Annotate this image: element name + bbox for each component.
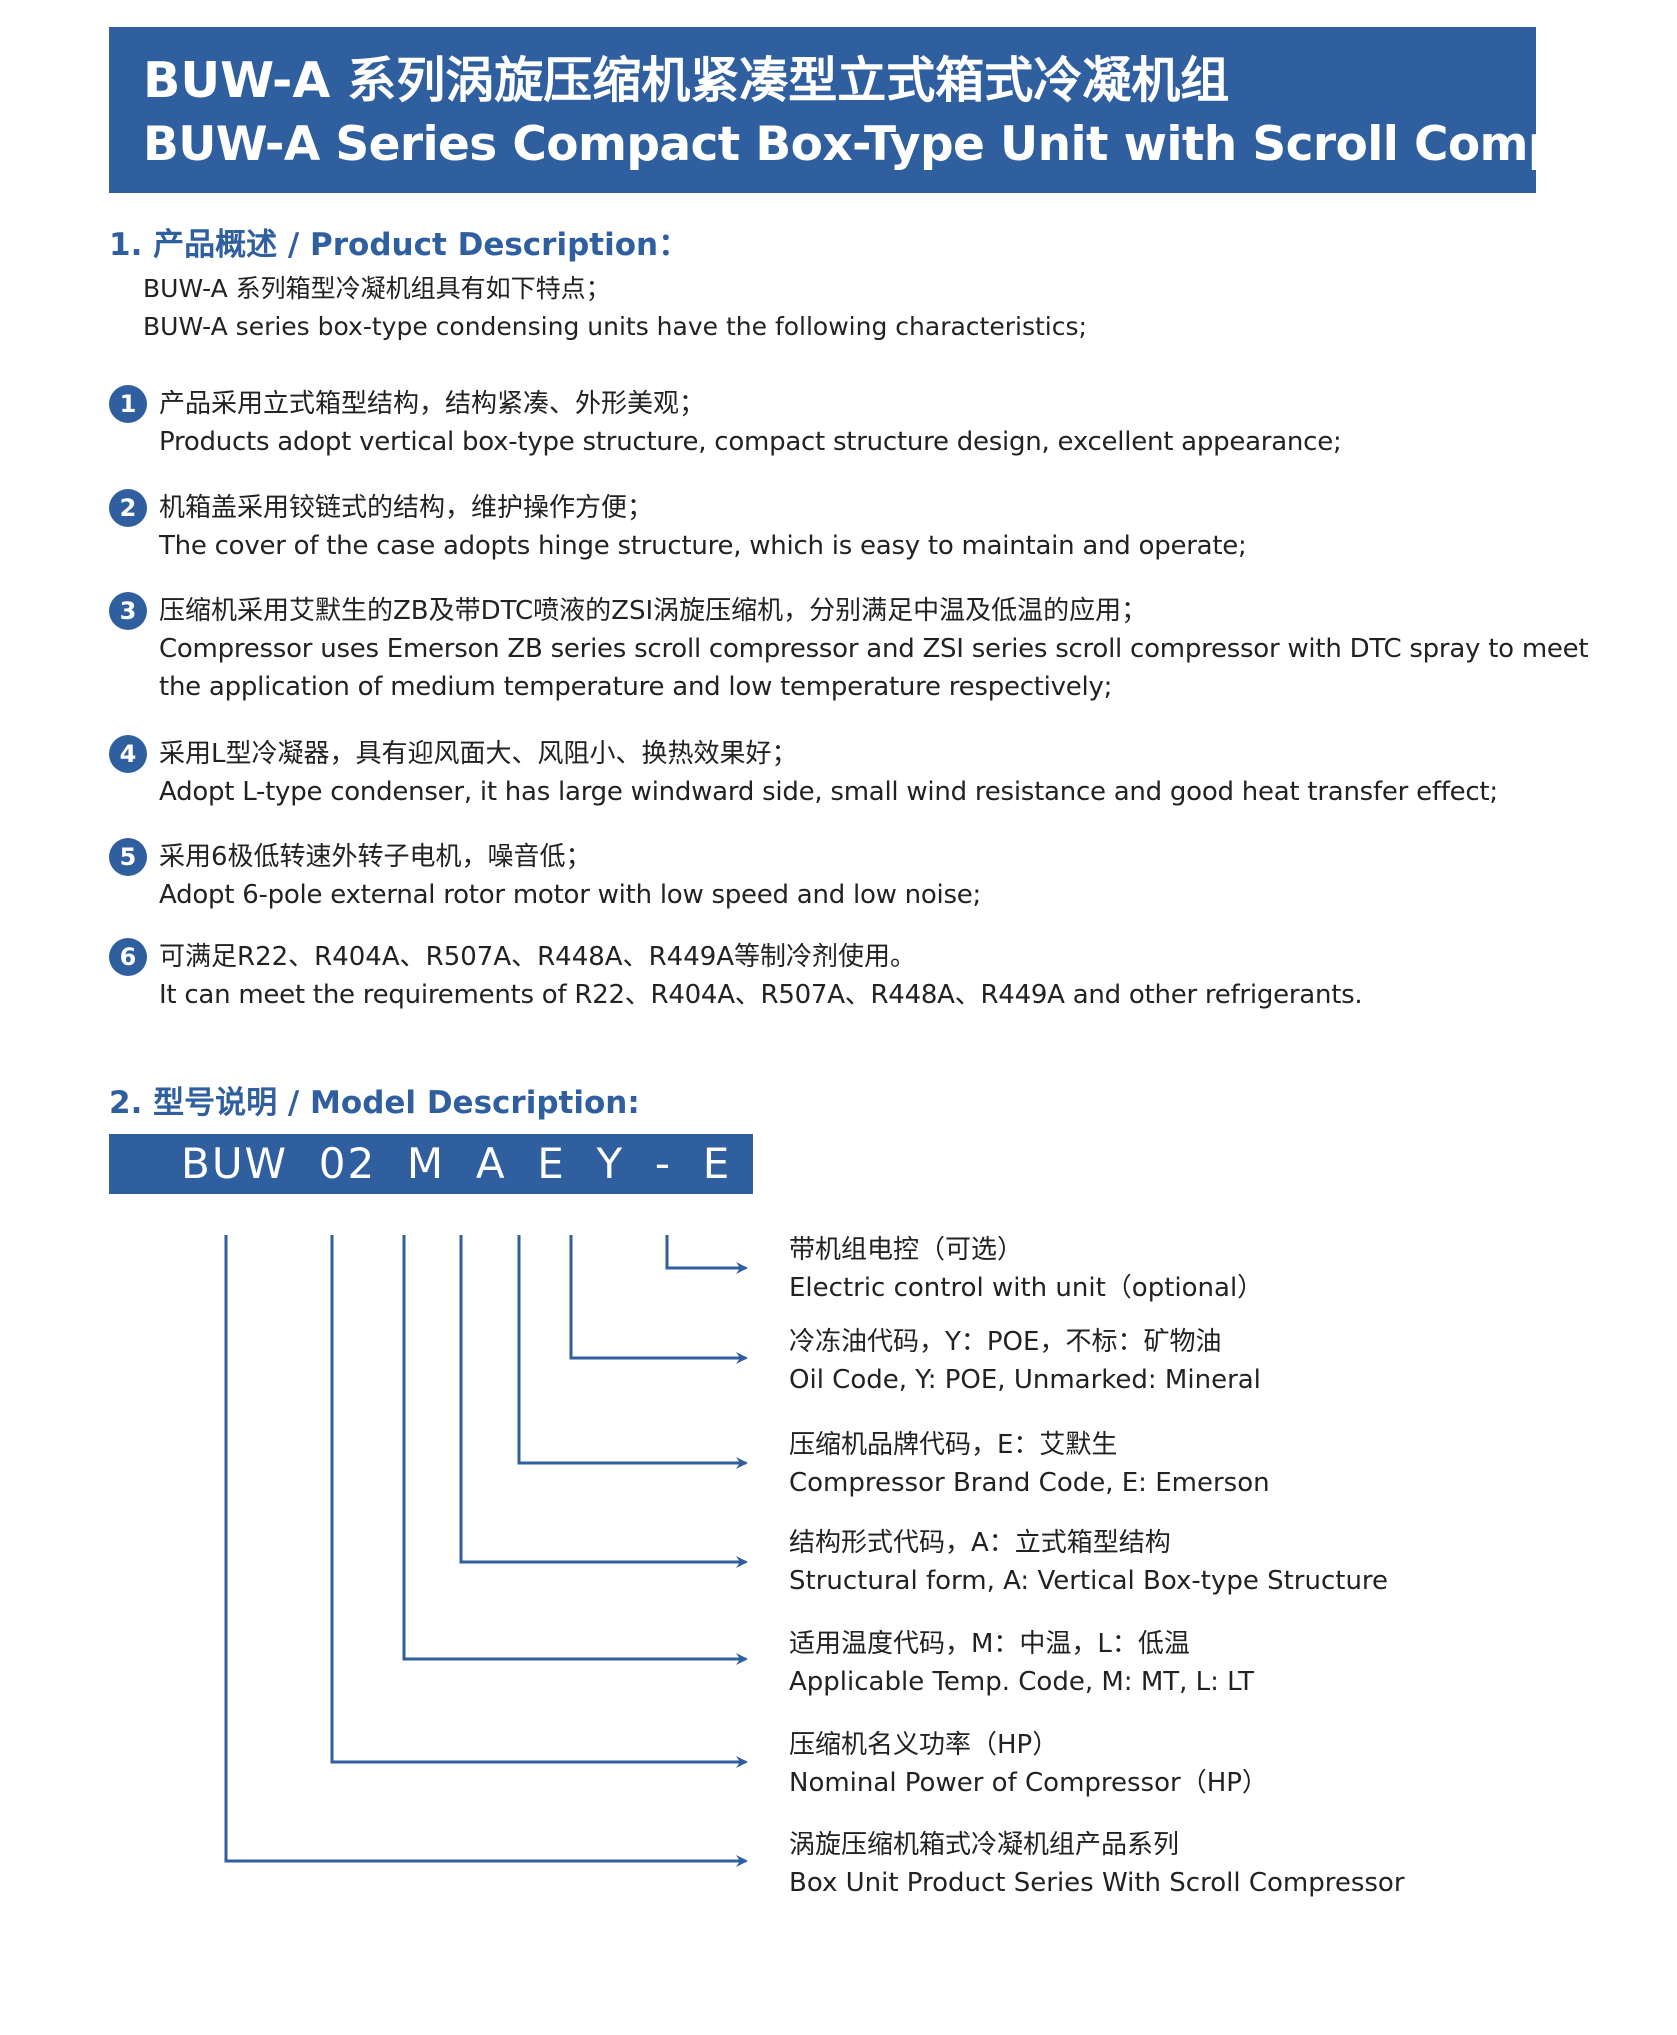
feature-english-continued: the application of medium temperature an…	[159, 672, 1113, 702]
feature-chinese: 采用L型冷凝器，具有迎风面大、风阻小、换热效果好；	[159, 739, 798, 769]
connector-brand-code	[517, 1235, 748, 1469]
connector-product-series	[224, 1235, 748, 1867]
code-label-product-series: 涡旋压缩机箱式冷凝机组产品系列 Box Unit Product Series …	[789, 1826, 1405, 1902]
feature-number-badge: 4	[109, 735, 147, 773]
code-label-english: Oil Code, Y: POE, Unmarked: Mineral	[789, 1365, 1261, 1395]
feature-english: It can meet the requirements of R22、R404…	[159, 980, 1363, 1010]
connector-structural-form	[459, 1235, 748, 1568]
feature-english: Compressor uses Emerson ZB series scroll…	[159, 634, 1589, 664]
model-code-bar: BUW 02 M A E Y - E	[109, 1134, 753, 1194]
code-label-temp-code: 适用温度代码，M：中温，L：低温 Applicable Temp. Code, …	[789, 1625, 1254, 1701]
connector-temp-code	[402, 1235, 748, 1665]
code-label-english: Nominal Power of Compressor（HP）	[789, 1768, 1268, 1798]
code-label-english: Compressor Brand Code, E: Emerson	[789, 1468, 1270, 1498]
feature-chinese: 压缩机采用艾默生的ZB及带DTC喷液的ZSI涡旋压缩机，分别满足中温及低温的应用…	[159, 596, 1148, 626]
code-label-chinese: 适用温度代码，M：中温，L：低温	[789, 1629, 1190, 1659]
feature-number-badge: 2	[109, 489, 147, 527]
intro-english: BUW-A series box-type condensing units h…	[143, 312, 1087, 341]
code-label-english: Applicable Temp. Code, M: MT, L: LT	[789, 1667, 1254, 1697]
title-chinese: BUW-A 系列涡旋压缩机紧凑型立式箱式冷凝机组	[143, 52, 1230, 109]
connector-nominal-power	[330, 1235, 748, 1768]
code-label-nominal-power: 压缩机名义功率（HP） Nominal Power of Compressor（…	[789, 1726, 1268, 1802]
code-label-electric-control: 带机组电控（可选） Electric control with unit（opt…	[789, 1231, 1263, 1307]
section-2-title: 2. 型号说明 / Model Description:	[109, 1085, 640, 1121]
code-label-chinese: 压缩机名义功率（HP）	[789, 1730, 1059, 1760]
feature-english: Products adopt vertical box-type structu…	[159, 427, 1342, 457]
code-label-oil-code: 冷冻油代码，Y：POE，不标：矿物油 Oil Code, Y: POE, Unm…	[789, 1323, 1261, 1399]
code-label-english: Electric control with unit（optional）	[789, 1273, 1264, 1303]
feature-chinese: 可满足R22、R404A、R507A、R448A、R449A等制冷剂使用。	[159, 942, 917, 972]
feature-number-badge: 5	[109, 838, 147, 876]
title-banner: BUW-A 系列涡旋压缩机紧凑型立式箱式冷凝机组 BUW-A Series Co…	[109, 27, 1677, 193]
feature-english: Adopt L-type condenser, it has large win…	[159, 777, 1498, 807]
code-label-chinese: 压缩机品牌代码，E：艾默生	[789, 1430, 1118, 1460]
intro-chinese: BUW-A 系列箱型冷凝机组具有如下特点；	[143, 274, 611, 303]
feature-number-badge: 3	[109, 592, 147, 630]
code-label-english: Box Unit Product Series With Scroll Comp…	[789, 1868, 1405, 1898]
feature-chinese: 采用6极低转速外转子电机，噪音低；	[159, 842, 592, 872]
code-label-chinese: 冷冻油代码，Y：POE，不标：矿物油	[789, 1327, 1222, 1357]
connector-oil-code	[569, 1235, 748, 1364]
feature-english: Adopt 6-pole external rotor motor with l…	[159, 880, 982, 910]
feature-chinese: 机箱盖采用铰链式的结构，维护操作方便；	[159, 493, 654, 523]
feature-english: The cover of the case adopts hinge struc…	[159, 531, 1247, 561]
code-label-brand-code: 压缩机品牌代码，E：艾默生 Compressor Brand Code, E: …	[789, 1426, 1270, 1502]
code-label-chinese: 带机组电控（可选）	[789, 1235, 1024, 1265]
section-1-title: 1. 产品概述 / Product Description：	[109, 227, 690, 263]
title-english: BUW-A Series Compact Box-Type Unit with …	[143, 117, 1677, 172]
feature-number-badge: 6	[109, 938, 147, 976]
intro-text: BUW-A 系列箱型冷凝机组具有如下特点； BUW-A series box-t…	[143, 270, 1087, 346]
code-label-structural-form: 结构形式代码，A：立式箱型结构 Structural form, A: Vert…	[789, 1524, 1388, 1600]
feature-number-badge: 1	[109, 385, 147, 423]
connector-electric-control	[665, 1235, 748, 1274]
code-label-english: Structural form, A: Vertical Box-type St…	[789, 1566, 1389, 1596]
feature-chinese: 产品采用立式箱型结构，结构紧凑、外形美观；	[159, 389, 706, 419]
code-label-chinese: 涡旋压缩机箱式冷凝机组产品系列	[789, 1830, 1180, 1860]
code-label-chinese: 结构形式代码，A：立式箱型结构	[789, 1528, 1171, 1558]
